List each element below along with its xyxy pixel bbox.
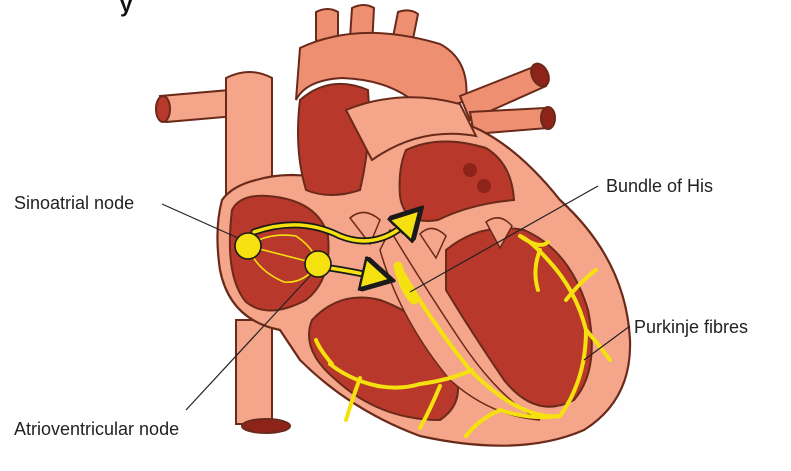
label-sinoatrial-node: Sinoatrial node	[14, 194, 134, 212]
label-bundle-of-his: Bundle of His	[606, 177, 713, 195]
page-title-fragment: y	[120, 0, 132, 16]
label-atrioventricular-node: Atrioventricular node	[14, 420, 179, 438]
pulmonary-vessels-right	[460, 61, 555, 134]
atrioventricular-node-marker	[305, 251, 331, 277]
pulmonary-vessels-left	[156, 90, 236, 122]
sinoatrial-node-marker	[235, 233, 261, 259]
label-purkinje-fibres: Purkinje fibres	[634, 318, 748, 336]
